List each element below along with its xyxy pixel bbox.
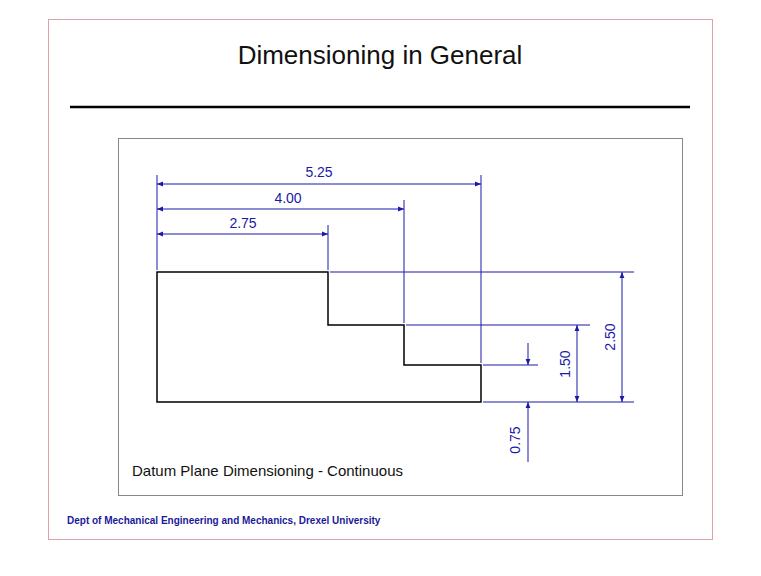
title-rule bbox=[70, 106, 690, 109]
footer-note: Dept of Mechanical Engineering and Mecha… bbox=[67, 516, 380, 526]
dimension-value: 0.75 bbox=[508, 425, 522, 454]
dimension-value: 2.50 bbox=[603, 322, 617, 351]
slide-frame bbox=[49, 20, 713, 540]
caption: Datum Plane Dimensioning - Continuous bbox=[132, 463, 403, 478]
dimension-value: 4.00 bbox=[273, 191, 302, 205]
dimension-value: 1.50 bbox=[558, 349, 572, 378]
slide-title: Dimensioning in General bbox=[238, 42, 523, 68]
dimension-value: 5.25 bbox=[304, 165, 333, 179]
dimension-value: 2.75 bbox=[228, 216, 257, 230]
dimension-lines bbox=[157, 175, 634, 462]
drawing-border bbox=[119, 139, 683, 496]
part-outline bbox=[157, 272, 481, 402]
